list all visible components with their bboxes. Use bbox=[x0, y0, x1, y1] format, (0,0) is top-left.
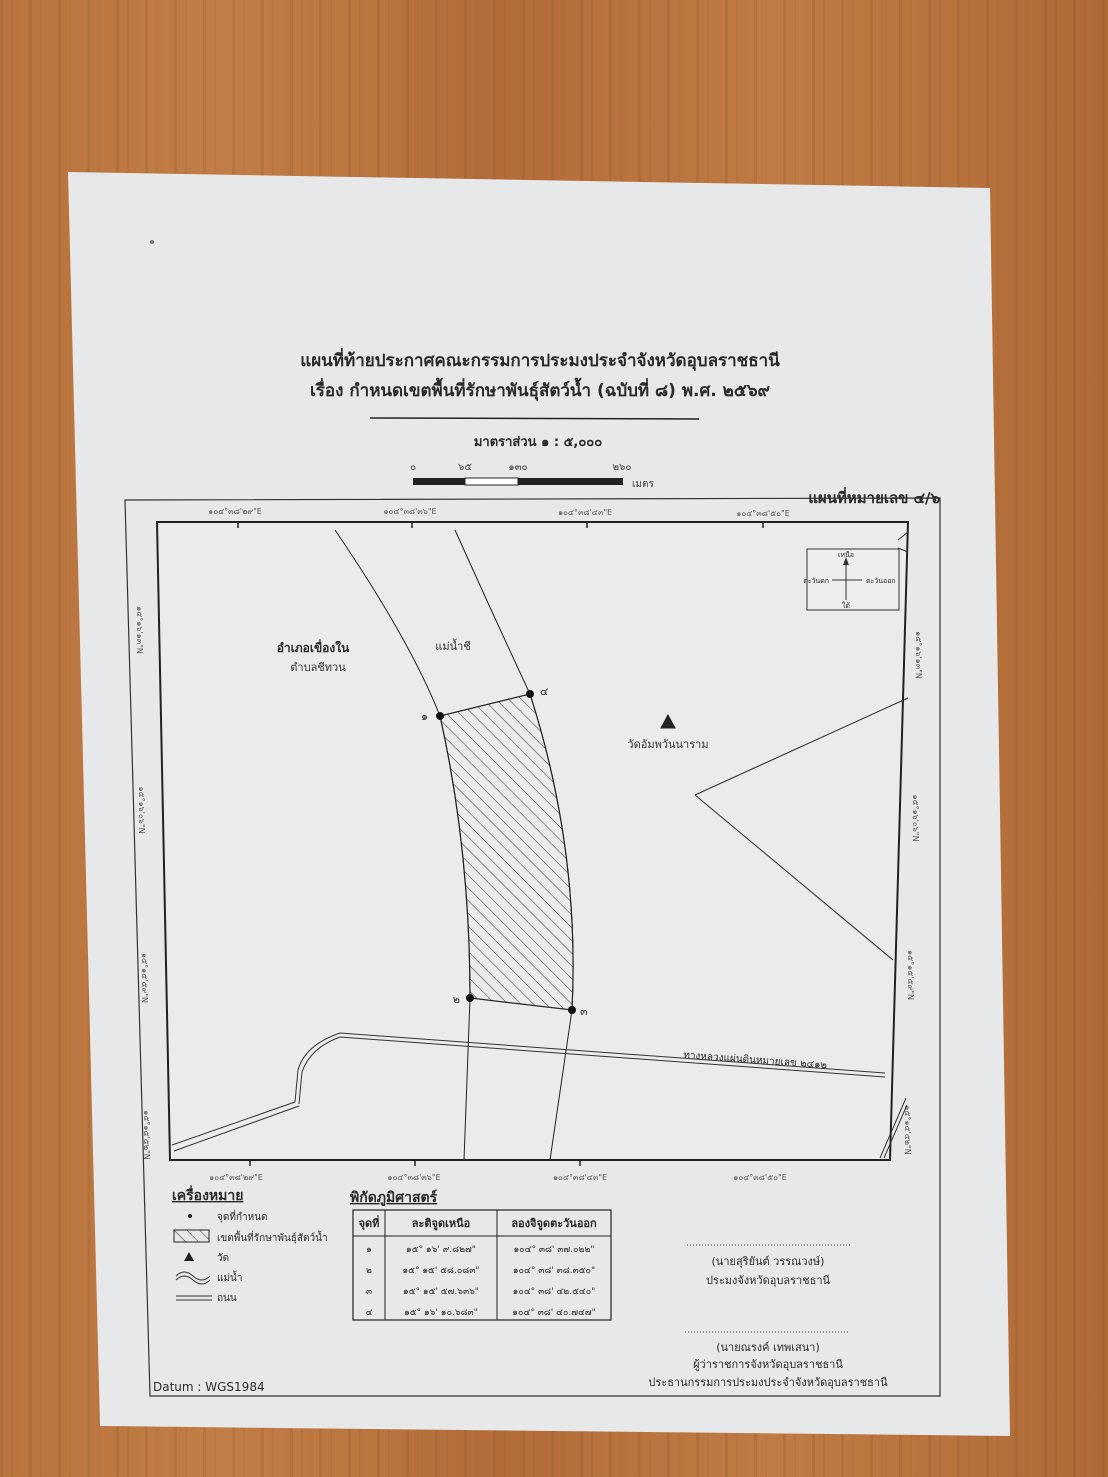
table-row: ๒ ๑๕° ๑๕' ๕๘.๐๘๓" ๑๐๔° ๓๘' ๓๘.๓๕๐" bbox=[366, 1266, 595, 1276]
table-row: ๑ ๑๕° ๑๖' ๙.๘๒๗" ๑๐๔° ๓๘' ๓๗.๐๒๒" bbox=[366, 1245, 594, 1255]
title-rule bbox=[369, 417, 700, 420]
lat-label: ๑๕°๑๕'๕๙"N bbox=[906, 950, 915, 1000]
lon-label: ๑๐๔°๓๘'๔๓"E bbox=[558, 508, 612, 517]
map-number: แผนที่หมายเลข ๔/๖ bbox=[808, 487, 940, 507]
legend-item-zone: เขตพื้นที่รักษาพันธุ์สัตว์น้ำ bbox=[217, 1230, 328, 1244]
table-cell: ๑๐๔° ๓๘' ๔๒.๕๔๐" bbox=[513, 1287, 596, 1297]
lon-label: ๑๐๔°๓๘'๕๐"E bbox=[736, 509, 790, 518]
table-header: ละติจูดเหนือ bbox=[412, 1217, 471, 1231]
legend-title: เครื่องหมาย bbox=[172, 1185, 243, 1204]
right-latitude-labels: ๑๕°๑๖'๑๓"N ๑๕°๑๖'๐๖"N ๑๕°๑๕'๕๙"N ๑๕°๑๕'๕… bbox=[903, 631, 923, 1155]
signatory-title: ประมงจังหวัดอุบลราชธานี bbox=[706, 1274, 831, 1287]
outer-frame bbox=[124, 497, 941, 1397]
signatory-title: ประธานกรรมการประมงประจำจังหวัดอุบลราชธาน… bbox=[648, 1376, 888, 1389]
lat-label: ๑๕°๑๕'๕๙"N bbox=[140, 953, 149, 1003]
compass-rose: เหนือ ใต้ ตะวันออก ตะวันตก bbox=[803, 548, 900, 611]
lon-label: ๑๐๔°๓๘'๓๖"E bbox=[383, 507, 436, 516]
roads bbox=[171, 531, 909, 1159]
table-row: ๔ ๑๕° ๑๖' ๑๐.๖๘๓" ๑๐๔° ๓๘' ๔๐.๗๔๗" bbox=[366, 1308, 596, 1318]
scale-tick-65: ๖๕ bbox=[458, 462, 472, 473]
lat-label: ๑๕°๑๖'๑๓"N bbox=[914, 631, 923, 679]
legend-item-point: จุดที่กำหนด bbox=[217, 1209, 268, 1223]
datum-label: Datum : WGS1984 bbox=[153, 1380, 265, 1394]
table-cell: ๑๕° ๑๕' ๕๗.๖๓๖" bbox=[403, 1287, 479, 1297]
table-cell: ๑๐๔° ๓๘' ๓๘.๓๕๐" bbox=[513, 1266, 595, 1276]
staple-mark bbox=[150, 240, 154, 244]
point-label-4: ๔ bbox=[540, 685, 548, 698]
coords-table-title: พิกัดภูมิศาสตร์ bbox=[350, 1189, 438, 1206]
map-title-line2: เรื่อง กำหนดเขตพื้นที่รักษาพันธุ์สัตว์น้… bbox=[310, 377, 770, 401]
legend-temple-icon bbox=[184, 1252, 194, 1261]
north-arrow-icon bbox=[843, 557, 849, 565]
legend-item-temple: วัด bbox=[217, 1253, 229, 1264]
compass-north: เหนือ bbox=[838, 551, 854, 559]
signatory-name: (นายณรงค์ เทพเสนา) bbox=[716, 1341, 820, 1354]
top-longitude-labels: ๑๐๔°๓๘'๒๙"E ๑๐๔°๓๘'๓๖"E ๑๐๔°๓๘'๔๓"E ๑๐๔°… bbox=[208, 507, 790, 528]
table-cell: ๑๐๔° ๓๘' ๔๐.๗๔๗" bbox=[512, 1308, 595, 1318]
river-label: แม่น้ำชี bbox=[435, 638, 471, 653]
table-row: ๓ ๑๕° ๑๕' ๕๗.๖๓๖" ๑๐๔° ๓๘' ๔๒.๕๔๐" bbox=[366, 1287, 595, 1297]
lon-label: ๑๐๔°๓๘'๓๖"E bbox=[387, 1173, 440, 1182]
signature-block-2: (นายณรงค์ เทพเสนา) ผู้ว่าราชการจังหวัดอุ… bbox=[648, 1331, 888, 1389]
lon-label: ๑๐๔°๓๘'๕๐"E bbox=[733, 1173, 787, 1182]
compass-west: ตะวันตก bbox=[803, 577, 829, 585]
lat-label: ๑๕°๑๕'๕๒"N bbox=[903, 1105, 912, 1154]
scale-bar: ๐ ๖๕ ๑๓๐ ๒๖๐ เมตร bbox=[410, 462, 655, 490]
table-cell: ๔ bbox=[366, 1308, 373, 1318]
coordinates-table: พิกัดภูมิศาสตร์ จุดที่ ละติจูดเหนือ ลองจ… bbox=[350, 1189, 612, 1321]
boundary-points: ๑ ๒ ๓ ๔ bbox=[421, 685, 588, 1018]
legend: เครื่องหมาย จุดที่กำหนด เขตพื้นที่รักษาพ… bbox=[172, 1185, 328, 1304]
scale-tick-130: ๑๓๐ bbox=[508, 462, 527, 473]
table-cell: ๑๕° ๑๖' ๙.๘๒๗" bbox=[406, 1245, 476, 1255]
legend-road-icon bbox=[176, 1295, 212, 1301]
scale-unit: เมตร bbox=[632, 479, 655, 490]
signatory-title: ผู้ว่าราชการจังหวัดอุบลราชธานี bbox=[693, 1358, 843, 1371]
point-label-2: ๒ bbox=[453, 993, 460, 1006]
signatory-name: (นายสุริยันต์ วรรณวงษ์) bbox=[712, 1255, 825, 1268]
legend-item-river: แม่น้ำ bbox=[217, 1270, 243, 1284]
scale-label: มาตราส่วน ๑ : ๕,๐๐๐ bbox=[474, 435, 602, 450]
scale-tick-260: ๒๖๐ bbox=[612, 462, 631, 473]
table-cell: ๑ bbox=[366, 1245, 372, 1255]
lon-label: ๑๐๔°๓๘'๔๓"E bbox=[553, 1173, 607, 1182]
lat-label: ๑๕°๑๖'๑๓"N bbox=[135, 606, 144, 654]
table-cell: ๑๕° ๑๖' ๑๐.๖๘๓" bbox=[404, 1308, 478, 1318]
point-label-3: ๓ bbox=[580, 1005, 588, 1018]
point-label-1: ๑ bbox=[421, 710, 428, 723]
legend-item-road: ถนน bbox=[217, 1293, 237, 1304]
bottom-longitude-labels: ๑๐๔°๓๘'๒๙"E ๑๐๔°๓๘'๓๖"E ๑๐๔°๓๘'๔๓"E ๑๐๔°… bbox=[209, 1160, 787, 1182]
table-cell: ๑๐๔° ๓๘' ๓๗.๐๒๒" bbox=[513, 1245, 594, 1255]
signature-block-1: (นายสุริยันต์ วรรณวงษ์) ประมงจังหวัดอุบล… bbox=[687, 1244, 852, 1287]
table-cell: ๒ bbox=[366, 1266, 372, 1276]
table-cell: ๑๕° ๑๕' ๕๘.๐๘๓" bbox=[402, 1266, 479, 1276]
lon-label: ๑๐๔°๓๘'๒๙"E bbox=[209, 1173, 263, 1182]
left-latitude-labels: ๑๕°๑๖'๑๓"N ๑๕°๑๖'๐๖"N ๑๕°๑๕'๕๙"N ๑๕°๑๕'๕… bbox=[135, 606, 151, 1160]
lon-label: ๑๐๔°๓๘'๒๙"E bbox=[208, 507, 262, 516]
lat-label: ๑๕°๑๕'๕๒"N bbox=[142, 1110, 151, 1159]
lat-label: ๑๕°๑๖'๐๖"N bbox=[137, 786, 146, 833]
table-header: จุดที่ bbox=[359, 1215, 380, 1231]
compass-east: ตะวันออก bbox=[866, 577, 896, 585]
table-header: ลองจิจูดตะวันออก bbox=[511, 1217, 597, 1231]
table-cell: ๓ bbox=[366, 1287, 372, 1297]
legend-river-icon bbox=[175, 1271, 211, 1285]
district-label: อำเภอเขื่องใน bbox=[277, 639, 350, 655]
subdistrict-label: ตำบลชีทวน bbox=[290, 661, 346, 674]
temple-icon bbox=[660, 713, 676, 729]
compass-south: ใต้ bbox=[842, 601, 850, 610]
temple-label: วัดอัมพวันนาราม bbox=[627, 738, 708, 751]
scale-tick-0: ๐ bbox=[410, 462, 416, 473]
map-title-line1: แผนที่ท้ายประกาศคณะกรรมการประมงประจำจังห… bbox=[300, 348, 780, 371]
lat-label: ๑๕°๑๖'๐๖"N bbox=[911, 794, 920, 841]
